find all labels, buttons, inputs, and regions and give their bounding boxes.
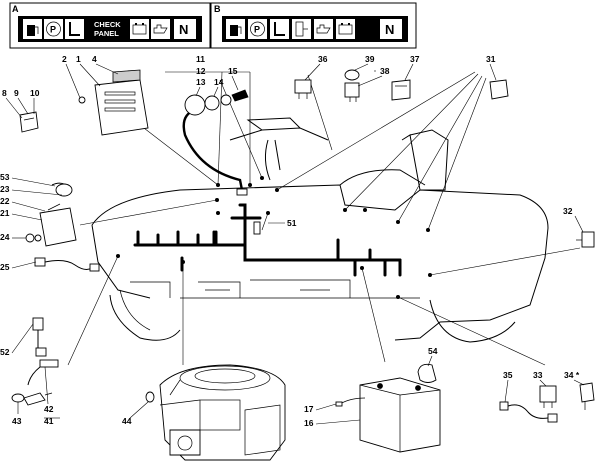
switch-31 xyxy=(489,79,509,100)
callout-9: 9 xyxy=(14,88,19,98)
callout-31: 31 xyxy=(486,54,496,64)
switch-37 xyxy=(391,79,411,101)
grass-bag-icon xyxy=(292,19,311,39)
neutral-icon: N xyxy=(174,19,196,39)
wire-25 xyxy=(34,257,100,272)
ignition-switch xyxy=(184,89,249,116)
oil-can-icon xyxy=(314,19,333,39)
tractor-outline xyxy=(91,117,549,343)
callout-13: 13 xyxy=(196,77,206,87)
callout-33: 33 xyxy=(533,370,543,380)
seat-icon xyxy=(270,19,289,39)
callout-15: 15 xyxy=(228,66,238,76)
fuel-icon xyxy=(23,19,42,39)
callout-41: 41 xyxy=(44,416,54,426)
callout-24: 24 xyxy=(0,232,10,242)
callout-53: 53 xyxy=(0,172,10,182)
callout-54: 54 xyxy=(428,346,438,356)
battery xyxy=(335,377,441,453)
wiring-harness xyxy=(133,108,402,277)
callout-52: 52 xyxy=(0,347,10,357)
parking-icon: P xyxy=(248,19,267,39)
dashboard-panel xyxy=(78,69,149,136)
check-panel-label: CHECK PANEL xyxy=(94,20,121,38)
callout-23: 23 xyxy=(0,184,10,194)
callout-34: 34 * xyxy=(564,370,580,380)
solenoid-21-24 xyxy=(25,182,77,247)
callout-stubs xyxy=(5,63,585,425)
switch-36 xyxy=(294,79,312,99)
callout-22: 22 xyxy=(0,196,10,206)
panel-b: B P xyxy=(210,2,417,49)
callout-17: 17 xyxy=(304,404,314,414)
callout-43: 43 xyxy=(12,416,22,426)
callout-38: 38 xyxy=(380,66,390,76)
switch-8-10 xyxy=(19,111,39,133)
callout-32: 32 xyxy=(563,206,573,216)
svg-text:N: N xyxy=(179,22,188,37)
panel-b-letter: B xyxy=(214,4,221,14)
engine xyxy=(159,364,286,461)
fuel-icon xyxy=(226,19,245,39)
callout-25: 25 xyxy=(0,262,10,272)
wire-35 xyxy=(499,401,558,423)
connector-54 xyxy=(417,363,437,383)
part-44 xyxy=(145,391,155,403)
switch-32 xyxy=(576,231,595,248)
callout-12: 12 xyxy=(196,66,206,76)
callout-14: 14 xyxy=(214,77,224,87)
seat-icon xyxy=(65,19,84,39)
callout-39: 39 xyxy=(365,54,375,64)
battery-icon xyxy=(336,19,355,39)
svg-text:PANEL: PANEL xyxy=(94,29,119,38)
callout-4: 4 xyxy=(92,54,97,64)
neutral-icon: N xyxy=(380,19,402,39)
callout-11: 11 xyxy=(196,54,205,64)
relay-38-39 xyxy=(344,69,360,102)
fuse-holder-41-43 xyxy=(11,317,59,406)
svg-text:CHECK: CHECK xyxy=(94,20,121,29)
callout-2: 2 xyxy=(62,54,67,64)
callout-10: 10 xyxy=(30,88,40,98)
connector-51 xyxy=(253,221,261,235)
connection-points xyxy=(116,176,432,299)
panel-a-letter: A xyxy=(12,4,19,14)
callout-44: 44 xyxy=(122,416,132,426)
callout-1: 1 xyxy=(76,54,81,64)
leader-lines xyxy=(67,70,581,366)
oil-can-icon xyxy=(151,19,170,39)
callout-35: 35 xyxy=(503,370,513,380)
battery-icon xyxy=(130,19,149,39)
callout-labels: 1 2 4 8 9 10 11 12 13 14 15 36 39 38 37 … xyxy=(0,54,580,428)
svg-text:P: P xyxy=(50,25,56,35)
callout-51: 51 xyxy=(287,218,297,228)
svg-text:P: P xyxy=(254,25,260,35)
callout-37: 37 xyxy=(410,54,420,64)
callout-36: 36 xyxy=(318,54,328,64)
switch-33 xyxy=(539,385,557,408)
svg-text:N: N xyxy=(385,22,394,37)
callout-16: 16 xyxy=(304,418,314,428)
panel-a: A P CHECK PANEL xyxy=(9,2,211,49)
switch-34 xyxy=(579,382,595,410)
callout-21: 21 xyxy=(0,208,10,218)
callout-42: 42 xyxy=(44,404,54,414)
parking-icon: P xyxy=(44,19,63,39)
callout-8: 8 xyxy=(2,88,7,98)
